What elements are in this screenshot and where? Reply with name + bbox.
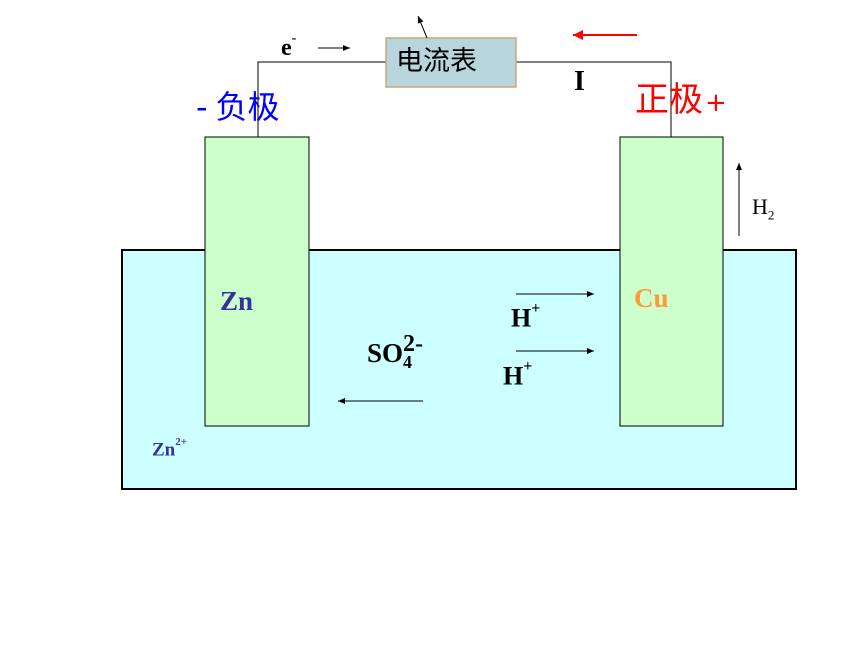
sulfate-subscript: 4	[403, 352, 413, 372]
copper-label: Cu	[634, 283, 669, 313]
proton-label-1: H+	[511, 301, 540, 333]
electron-label: e-	[281, 32, 296, 61]
positive-sign: +	[705, 88, 727, 118]
ammeter-box	[385, 37, 517, 88]
ammeter-needle	[417, 15, 428, 39]
negative-electrode-label: -负极	[196, 91, 280, 123]
proton-1-symbol: H	[511, 303, 532, 333]
sulfate-indices: 2-4	[403, 332, 425, 371]
negative-sign: -	[196, 88, 208, 126]
external-wire	[257, 61, 672, 137]
zinc-ion-label: Zn2+	[152, 437, 187, 461]
current-label: I	[574, 66, 585, 97]
zinc-ion-symbol: Zn	[152, 439, 176, 461]
sulfate-charge: 2-	[403, 331, 424, 357]
hydrogen-gas-label: H2	[752, 194, 775, 223]
hydrogen-subscript: 2	[767, 207, 775, 223]
negative-electrode-text: 负极	[215, 88, 280, 126]
electron-symbol: e	[281, 35, 292, 61]
hydrogen-symbol: H	[752, 194, 768, 219]
copper-electrode	[619, 136, 724, 427]
positive-electrode-label: 正极+	[635, 83, 727, 117]
zinc-label: Zn	[220, 286, 254, 316]
zinc-electrode	[204, 136, 310, 427]
electron-charge: -	[291, 31, 297, 46]
proton-2-charge: +	[523, 358, 533, 375]
ammeter-label: 电流表	[396, 46, 477, 77]
sulfate-symbol: SO	[367, 338, 404, 368]
positive-electrode-text: 正极	[635, 80, 703, 120]
zinc-ion-charge: 2+	[175, 436, 188, 448]
proton-1-charge: +	[531, 300, 541, 317]
proton-2-symbol: H	[503, 361, 524, 391]
proton-label-2: H+	[503, 359, 532, 391]
